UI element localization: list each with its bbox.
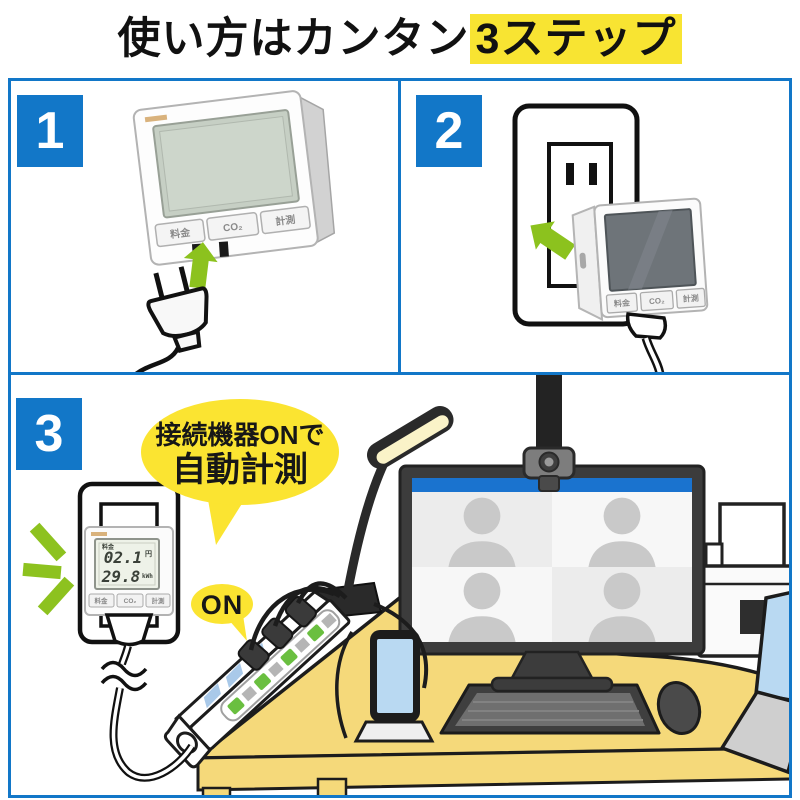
page-title-highlight: 3ステップ <box>469 14 683 64</box>
page-title-text: 使い方はカンタン <box>117 15 470 63</box>
step3-panel <box>8 372 792 798</box>
step3-number: 3 <box>16 398 82 470</box>
step2-number: 2 <box>416 95 482 167</box>
step1-number: 1 <box>17 95 83 167</box>
